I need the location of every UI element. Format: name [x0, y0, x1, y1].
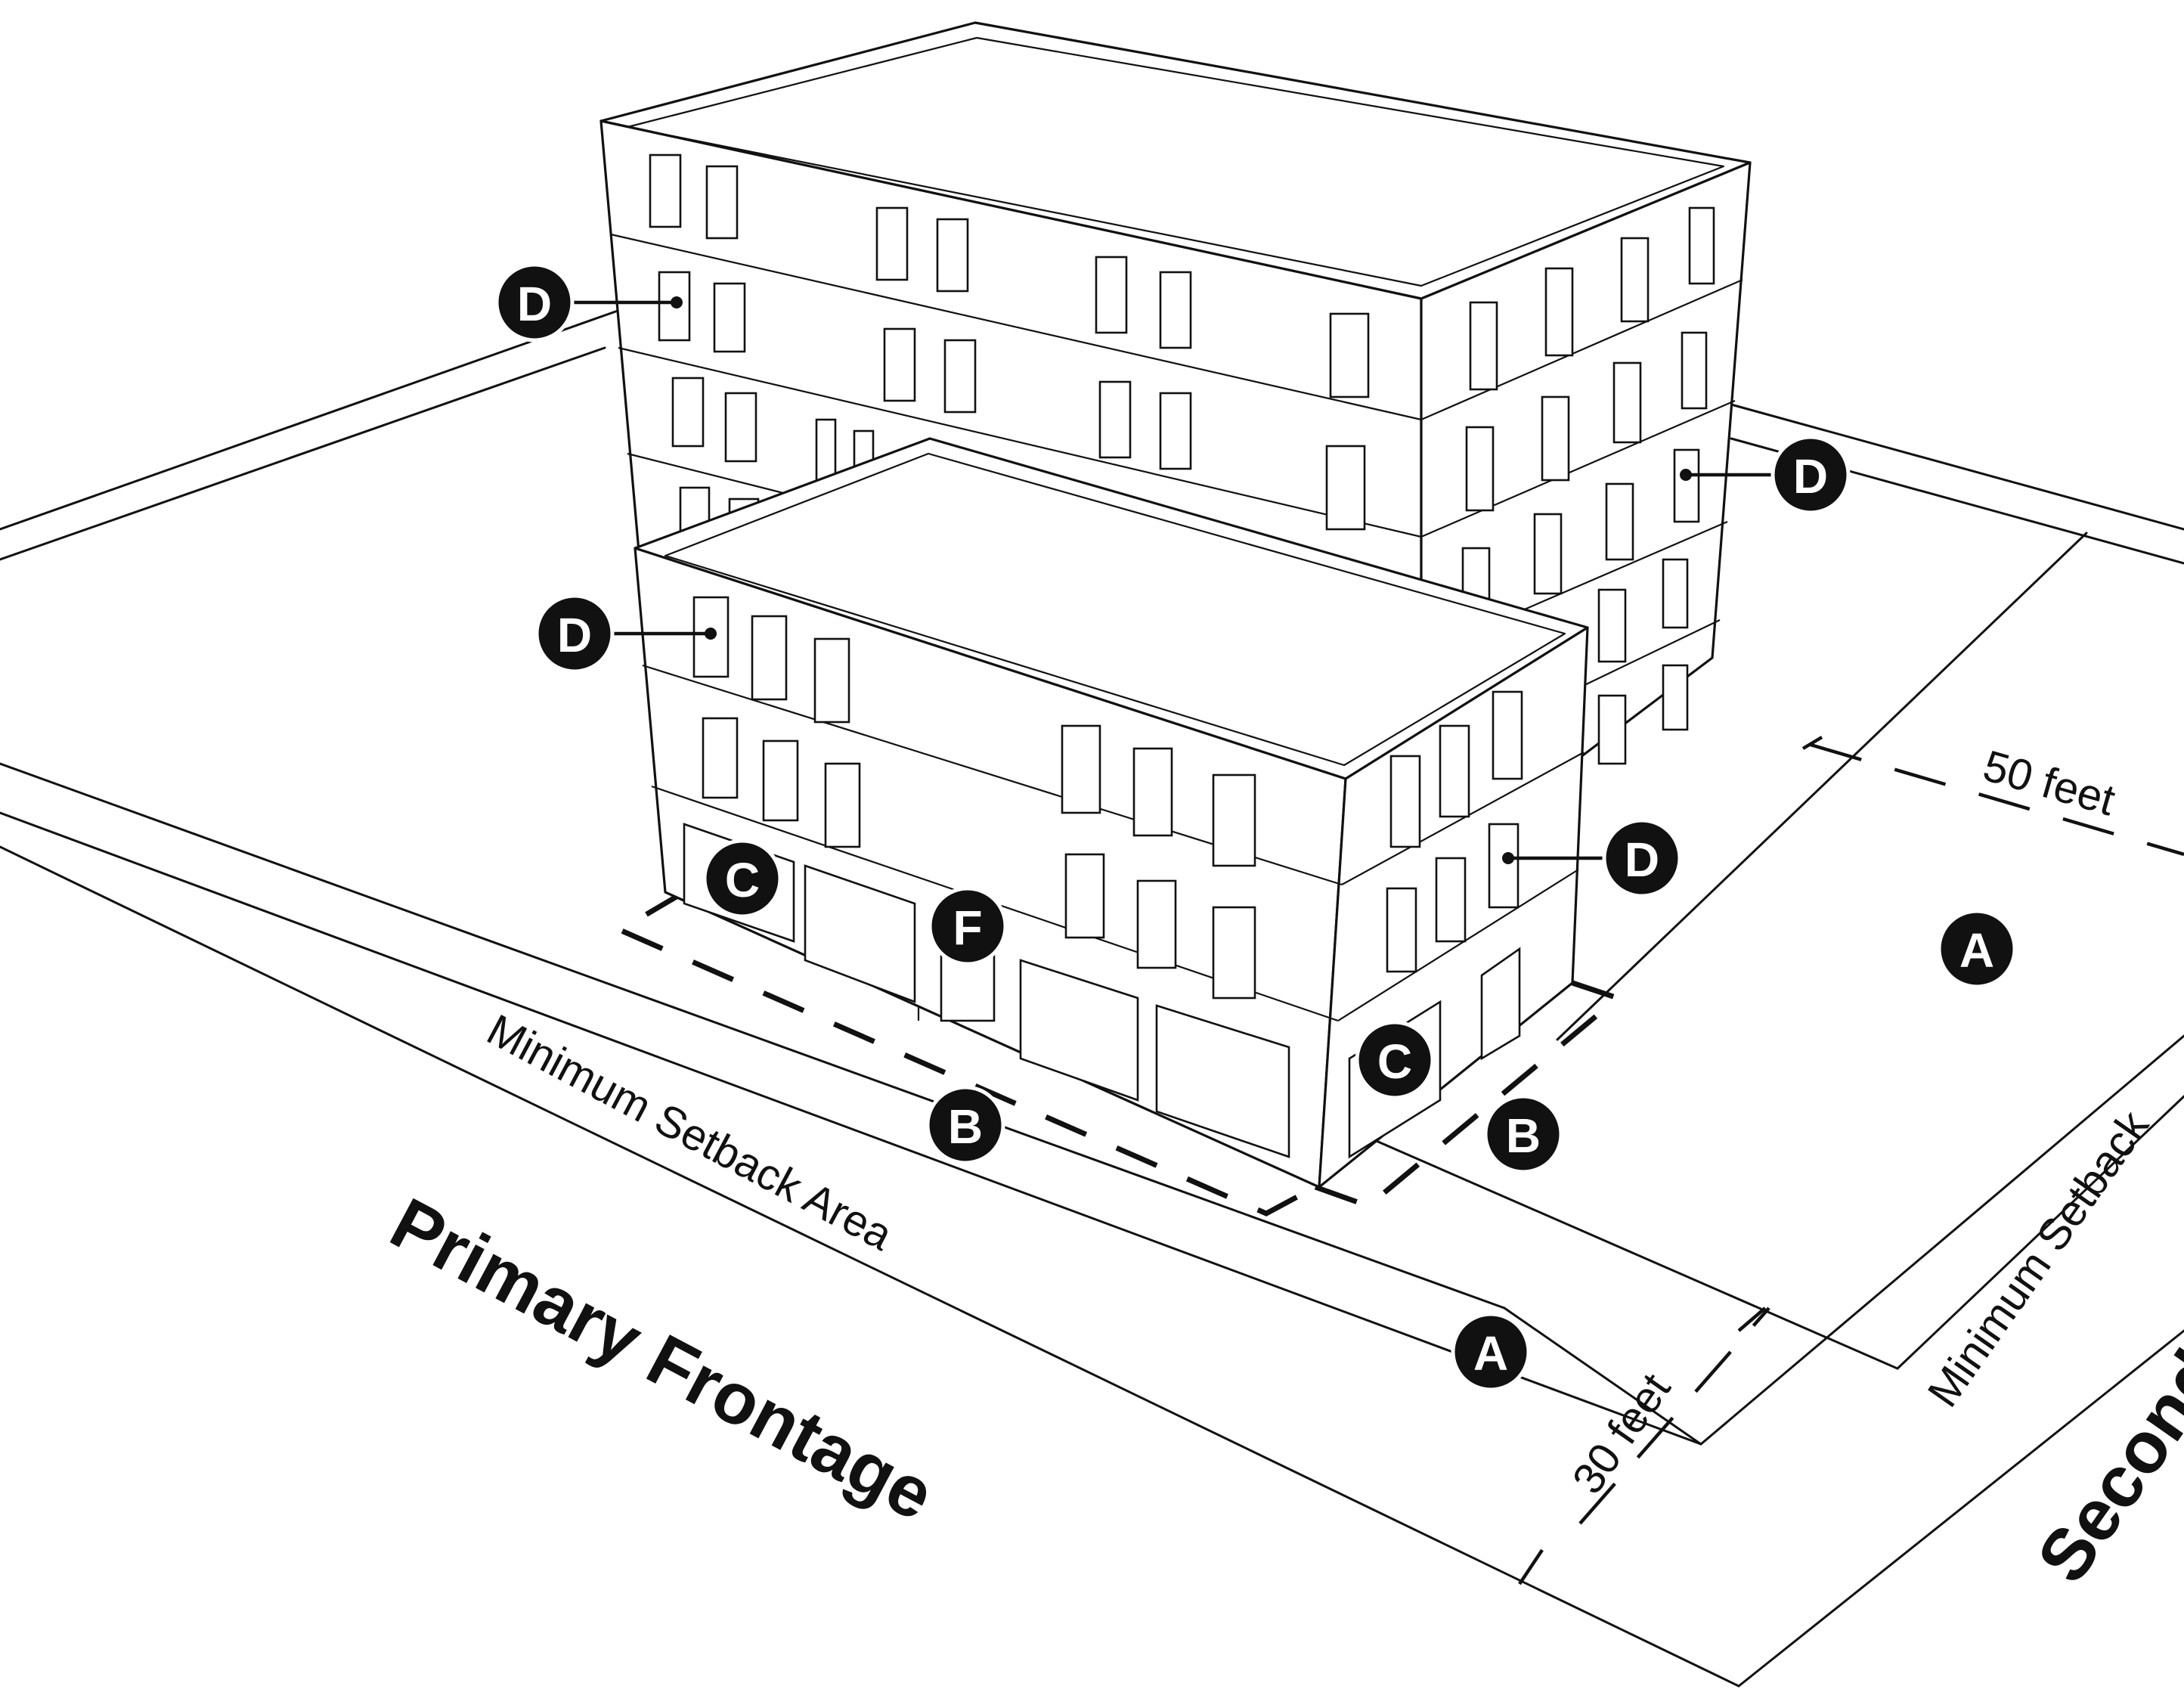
dimension-50-feet	[1801, 736, 2184, 857]
tall-building-windows-right	[1461, 206, 1715, 765]
setback-primary-label: Minimum Setback Area	[479, 1005, 901, 1260]
svg-text:A: A	[1473, 1326, 1508, 1381]
callout-a-1: A	[1937, 909, 2017, 989]
svg-text:D: D	[1793, 449, 1828, 504]
callout-d-3: D	[534, 594, 615, 674]
dimension-30-feet-label: 30 feet	[1563, 1365, 1680, 1503]
svg-text:C: C	[725, 853, 760, 907]
svg-text:D: D	[1625, 832, 1659, 887]
svg-text:D: D	[517, 277, 552, 331]
svg-text:A: A	[1959, 923, 1994, 978]
callout-leaders	[563, 296, 1792, 864]
svg-text:B: B	[948, 1099, 983, 1154]
setback-secondary-label: Minimum Setback	[1918, 1102, 2158, 1416]
callout-f: F	[928, 886, 1008, 966]
callout-d-1: D	[494, 262, 575, 343]
svg-text:F: F	[953, 900, 982, 955]
callout-c-1: C	[702, 839, 782, 919]
dimension-50-feet-label: 50 feet	[1978, 741, 2120, 825]
lot-lines	[0, 308, 2184, 1688]
dimension-30-feet	[1518, 1307, 1770, 1586]
callout-d-4: D	[1602, 818, 1682, 898]
setback-boundary-secondary	[1314, 980, 1624, 1209]
callout-b-2: B	[1483, 1094, 1563, 1174]
svg-text:B: B	[1506, 1108, 1541, 1163]
svg-text:D: D	[557, 608, 592, 662]
tall-building-windows-left	[649, 153, 1370, 538]
callout-d-2: D	[1770, 435, 1851, 515]
svg-text:C: C	[1377, 1034, 1412, 1089]
setback-boundary-primary	[614, 889, 1317, 1217]
front-building-windows-right	[1386, 690, 1523, 973]
callout-b-1: B	[925, 1085, 1005, 1165]
callout-c-2: C	[1355, 1020, 1435, 1100]
secondary-frontage-label: Second	[2022, 1336, 2184, 1597]
front-building-windows-left	[692, 596, 1256, 1000]
callout-a-2: A	[1451, 1312, 1531, 1392]
